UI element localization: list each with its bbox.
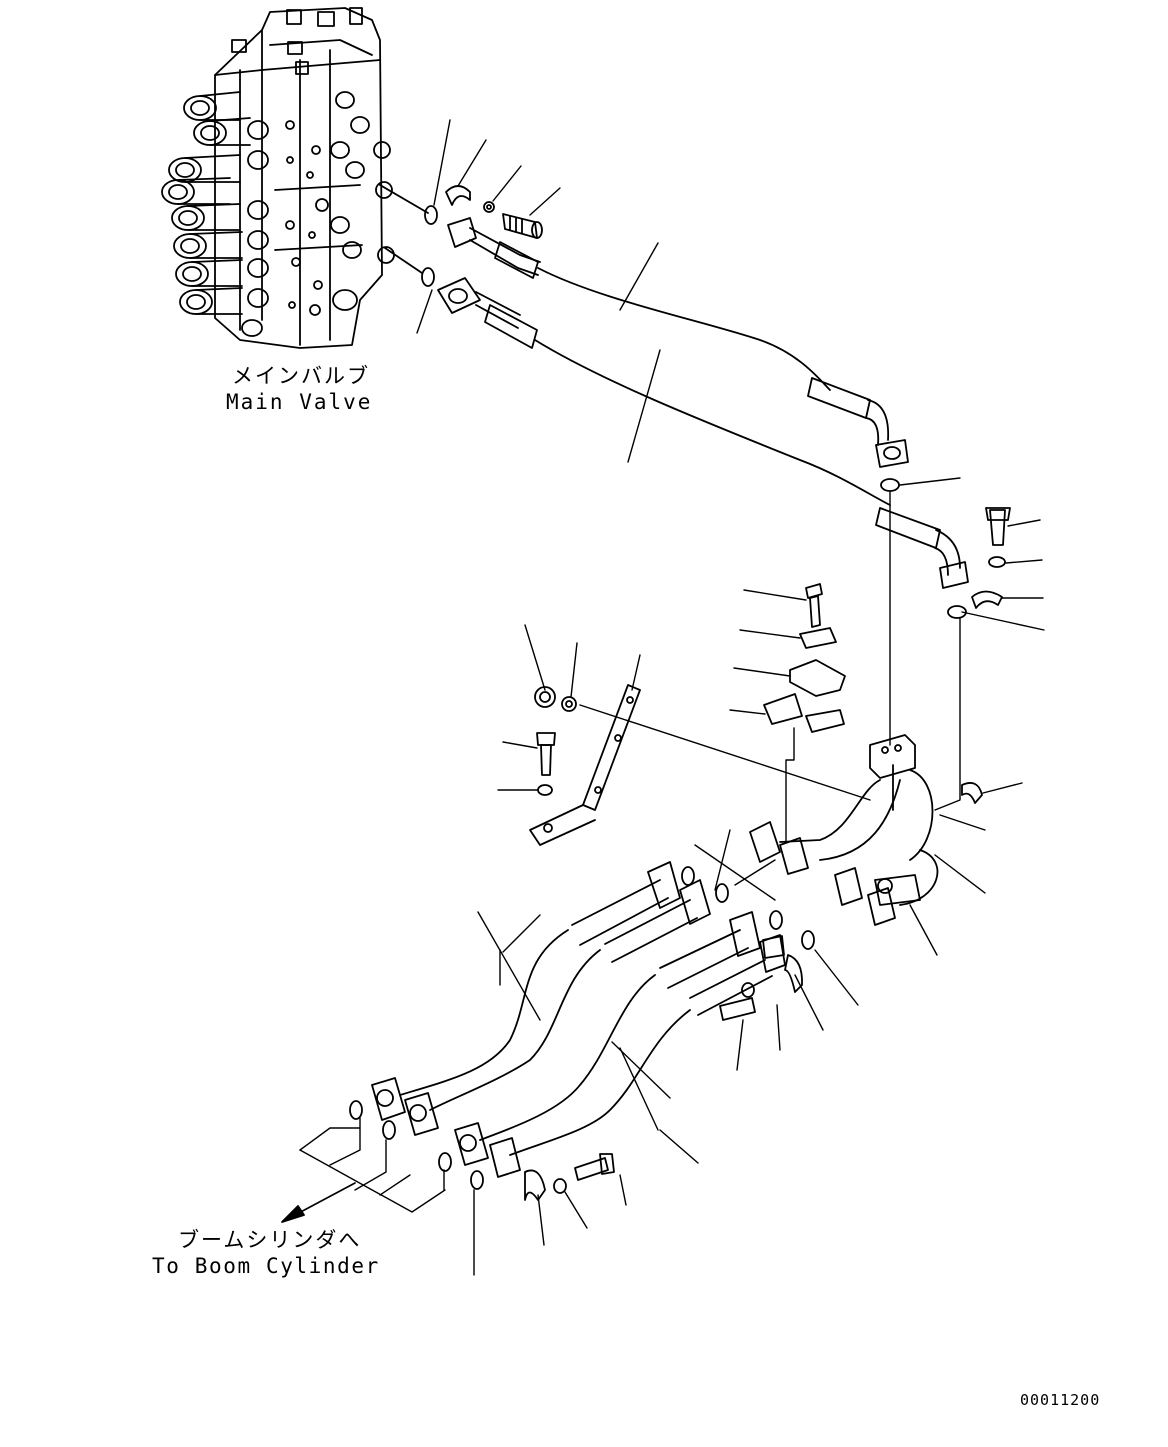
upper-fittings bbox=[421, 185, 1011, 619]
boom-cylinder-label-jp: ブームシリンダへ bbox=[178, 1228, 362, 1252]
drawing-code: 00011200 bbox=[1020, 1391, 1101, 1409]
leader-lines bbox=[299, 119, 1045, 1276]
lower-manifold-pipes bbox=[349, 734, 983, 1201]
main-valve-label-jp: メインバルブ bbox=[232, 364, 370, 388]
clamp-bracket bbox=[529, 583, 846, 846]
main-valve-icon bbox=[161, 7, 395, 349]
main-valve-label-en: Main Valve bbox=[226, 390, 373, 414]
boom-cylinder-label-en: To Boom Cylinder bbox=[152, 1254, 380, 1278]
direction-arrow-icon bbox=[281, 1182, 356, 1223]
